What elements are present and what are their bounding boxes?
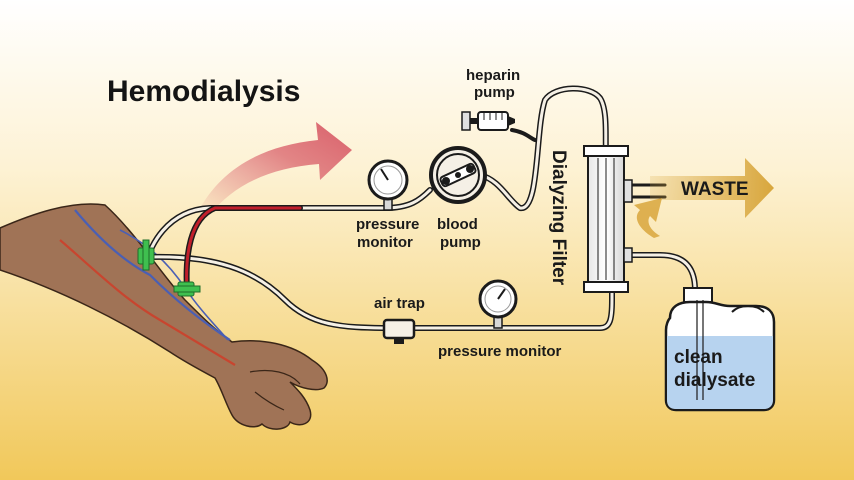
heparin-pump-label-1: heparin: [466, 67, 520, 84]
vein-blue: [74, 209, 231, 341]
clean-dialysate-label-2: dialysate: [674, 370, 755, 391]
waste-arrow: [650, 158, 774, 218]
needle-clamp-top: [137, 239, 155, 271]
blood-pump-label-1: blood: [437, 216, 478, 233]
return-flow-arrow: [634, 198, 662, 238]
air-trap-label: air trap: [374, 295, 425, 312]
diagram-title: Hemodialysis: [107, 75, 300, 108]
tubing: [145, 85, 698, 331]
heparin-pump-label-2: pump: [474, 84, 515, 101]
pressure-monitor-bottom-gauge: [478, 279, 518, 329]
vein-red: [59, 239, 236, 366]
heparin-syringe: [461, 111, 515, 131]
pressure-monitor-top-gauge: [367, 159, 409, 211]
waste-label: WASTE: [681, 179, 749, 200]
clean-dialysate-label-1: clean: [674, 347, 723, 368]
blood-flow-arrow: [198, 122, 352, 215]
blood-pump: [429, 146, 487, 204]
air-trap: [382, 318, 416, 344]
pressure-monitor-top-label-1: pressure: [356, 216, 419, 233]
dialysate-jug: [664, 287, 776, 412]
needle-clamp-bottom: [173, 281, 201, 297]
pressure-monitor-bottom-label: pressure monitor: [438, 343, 562, 360]
dialyzing-filter: [583, 145, 633, 293]
pressure-monitor-top-label-2: monitor: [357, 234, 413, 251]
dialyzing-filter-label: Dialyzing Filter: [548, 150, 569, 286]
blood-pump-label-2: pump: [440, 234, 481, 251]
